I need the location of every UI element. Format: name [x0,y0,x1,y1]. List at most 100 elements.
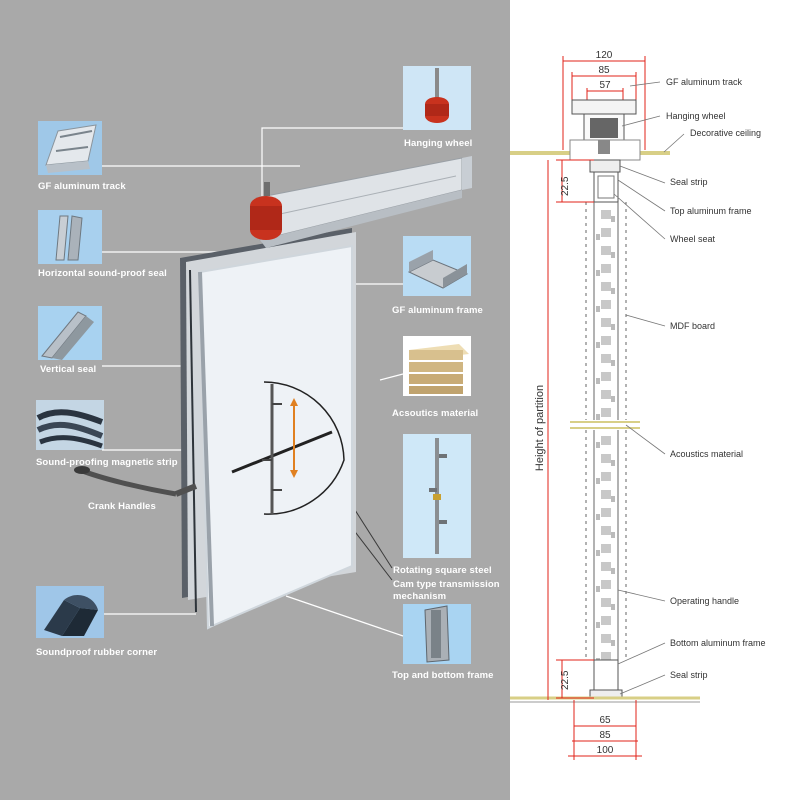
acoustic-block [601,454,611,463]
acoustic-block [601,490,611,499]
acoustic-block [601,318,611,327]
acoustic-block-side [596,586,600,592]
acoustic-block-side [611,640,615,646]
dim-bottom-100: 100 [597,745,614,756]
label-hanging-wheel: Hanging wheel [404,138,473,149]
acoustic-block [601,526,611,535]
dim-side-bottom: 22.5 [560,670,571,690]
label-horizontal-seal: Horizontal sound-proof seal [38,268,167,279]
acoustic-block-side [611,216,615,222]
acoustic-block-side [611,496,615,502]
gf-aluminum-frame-thumbnail [403,236,471,296]
crank-handle [79,467,177,497]
dim-top-85: 85 [598,65,610,76]
exploded-view-panel: GF aluminum track Horizontal sound-proof… [0,0,510,800]
top-bottom-frame-icon [424,605,450,663]
magnetic-strip-icon [36,409,104,449]
panel-edge [198,271,214,627]
acoustic-block [601,210,611,219]
label-vertical-seal: Vertical seal [40,364,97,375]
acoustic-block-side [596,550,600,556]
label-bottom-aluminum-frame: Bottom aluminum frame [670,638,766,648]
label-gf-aluminum-track-section: GF aluminum track [666,77,743,87]
label-seal-strip-top: Seal strip [670,177,708,187]
acoustic-block [601,580,611,589]
acoustic-block [601,354,611,363]
label-magnetic-strip: Sound-proofing magnetic strip [36,457,178,468]
acoustic-block-side [596,342,600,348]
label-gf-aluminum-frame: GF aluminum frame [392,305,483,316]
acoustic-block [601,408,611,417]
acoustic-block [601,336,611,345]
rotating-steel-thumbnail [403,434,471,558]
label-hanging-wheel-section: Hanging wheel [666,111,726,121]
section-drawing-panel: 120 85 57 [510,0,800,800]
acoustic-block-side [611,604,615,610]
top-bottom-frame-thumbnail [403,604,471,664]
height-of-partition-label: Height of partition [534,385,546,471]
dim-bottom-85: 85 [599,730,611,741]
seal-profile-icon [55,215,83,261]
label-decorative-ceiling: Decorative ceiling [690,128,761,138]
label-acoustics-material: Acsoutics material [392,408,479,419]
label-wheel-seat: Wheel seat [670,234,716,244]
acoustic-block [601,562,611,571]
label-acoustics-material-section: Acoustics material [670,449,743,459]
acoustic-block-side [596,514,600,520]
acoustic-block-side [611,324,615,330]
acoustic-block-side [596,622,600,628]
acoustic-block [601,300,611,309]
mechanism-circle [263,381,345,515]
hanging-wheel-icon [425,68,449,123]
acoustic-block-side [611,288,615,294]
dim-top-120: 120 [596,50,613,61]
gf-aluminum-track-thumbnail [38,121,102,175]
acoustic-blocks [596,210,615,664]
acoustic-block [601,282,611,291]
top-dimension-lines [562,56,646,150]
acoustic-block [601,634,611,643]
label-seal-strip-bottom: Seal strip [670,670,708,680]
rubber-corner-thumbnail [36,586,104,638]
acoustic-block [601,598,611,607]
dim-bottom-65: 65 [599,715,611,726]
label-rotating-square-steel: Rotating square steel [393,565,492,576]
label-cam-mechanism-2: mechanism [393,591,447,602]
track-profile-icon [45,124,97,173]
acoustic-block [601,472,611,481]
frame-profile-icon [407,250,469,289]
panel-section-lines [585,202,627,660]
acoustic-block-side [596,378,600,384]
acoustic-block-side [611,568,615,574]
acoustic-block-side [611,460,615,466]
acoustic-block [601,246,611,255]
mechanism-rod [231,430,333,474]
label-cam-mechanism-1: Cam type transmission [393,579,500,590]
label-crank-handles: Crank Handles [88,501,156,512]
section-drawing: 120 85 57 [510,50,766,760]
track-section [571,99,637,154]
acoustic-block-side [596,270,600,276]
acoustic-block-side [611,396,615,402]
acoustic-block [601,436,611,445]
rotating-steel-icon [429,438,447,554]
acoustic-block-side [596,306,600,312]
dim-side-top: 22.5 [560,176,571,196]
acoustic-block [601,264,611,273]
hanging-wheel-thumbnail [403,66,471,130]
acoustic-block [601,544,611,553]
dim-top-57: 57 [599,80,611,91]
acoustic-block [601,390,611,399]
bottom-dimension-lines [568,700,642,760]
callout-leaders [613,81,685,695]
vertical-seal-thumbnail [38,306,102,360]
acoustic-block [601,508,611,517]
acoustic-block-side [611,360,615,366]
horizontal-seal-thumbnail [38,210,102,264]
label-gf-aluminum-track: GF aluminum track [38,181,126,192]
acoustic-block [601,228,611,237]
side-dimension-lines [547,159,594,700]
acoustic-block-side [596,414,600,420]
panel-front-face [198,244,353,630]
